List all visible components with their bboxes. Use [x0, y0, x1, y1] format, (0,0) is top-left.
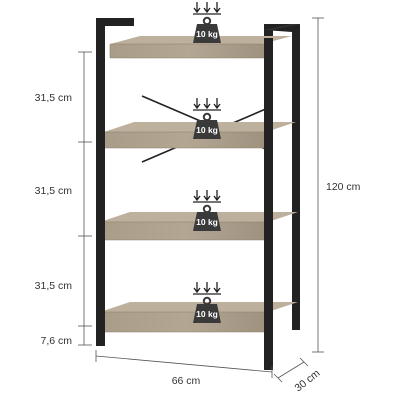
- height-dimension-line: [312, 17, 324, 353]
- down-arrow-icon: [213, 282, 221, 294]
- down-arrow-icon: [203, 98, 211, 110]
- left-dimension-line: [78, 51, 92, 346]
- down-arrow-icon: [193, 2, 201, 14]
- weight-label: 10 kg: [196, 29, 218, 39]
- down-arrow-icon: [203, 190, 211, 202]
- down-arrow-icon: [213, 190, 221, 202]
- down-arrow-icon: [193, 190, 201, 202]
- weight-icon: 10 kg: [193, 282, 221, 323]
- depth-dimension-line: [273, 357, 309, 383]
- weight-body: [193, 120, 221, 139]
- weight-icon: 10 kg: [193, 190, 221, 231]
- down-arrow-icon: [193, 282, 201, 294]
- weight-label: 10 kg: [196, 217, 218, 227]
- down-arrow-icon: [203, 2, 211, 14]
- dim-gap-3-label: 31,5 cm: [35, 280, 73, 292]
- weight-icon: 10 kg: [193, 98, 221, 139]
- frame-back-right: [264, 24, 300, 330]
- dim-depth-label: 30 cm: [292, 367, 322, 394]
- weight-label: 10 kg: [196, 125, 218, 135]
- dim-gap-1-label: 31,5 cm: [35, 92, 73, 104]
- weight-icon: 10 kg: [193, 2, 221, 43]
- weight-body: [193, 212, 221, 231]
- down-arrow-icon: [213, 98, 221, 110]
- dim-height-label: 120 cm: [326, 181, 361, 193]
- weight-label: 10 kg: [196, 309, 218, 319]
- dim-bottom-clearance-label: 7,6 cm: [40, 335, 72, 347]
- down-arrow-icon: [213, 2, 221, 14]
- weight-body: [193, 24, 221, 43]
- down-arrow-icon: [193, 98, 201, 110]
- weight-body: [193, 304, 221, 323]
- dim-gap-2-label: 31,5 cm: [35, 185, 73, 197]
- down-arrow-icon: [203, 282, 211, 294]
- width-dimension-line: [95, 350, 273, 378]
- dim-width-label: 66 cm: [172, 375, 201, 387]
